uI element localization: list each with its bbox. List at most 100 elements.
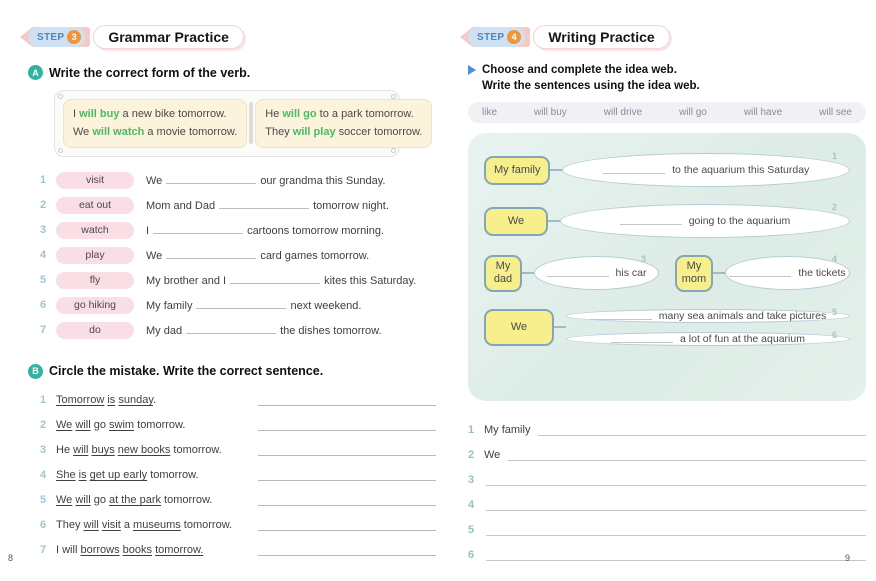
item-number: 4	[468, 499, 475, 512]
underlined-word: tomorrow.	[155, 544, 204, 557]
mistake-exercise-row: 5 We will go at the park tomorrow.	[40, 488, 436, 513]
highlighted-verb: will watch	[92, 126, 145, 139]
sentence-before: I	[146, 224, 150, 237]
answer-line	[258, 444, 436, 457]
bubble-number: 5	[831, 306, 837, 317]
page-grammar-practice: STEP 3 Grammar Practice A Write the corr…	[20, 24, 436, 563]
item-number: 7	[40, 324, 47, 337]
text-segment: go	[90, 419, 110, 432]
sentence: We will go at the park tomorrow.	[56, 494, 252, 506]
text-segment: He	[56, 444, 74, 457]
sentence-after: next weekend.	[290, 299, 362, 312]
item-number: 3	[40, 444, 47, 457]
bubble-number: 4	[831, 254, 837, 265]
instruction-text: Choose and complete the idea web. Write …	[482, 62, 700, 94]
corner-dot	[58, 94, 63, 99]
underlined-word: borrows	[80, 544, 120, 557]
answer-line	[258, 519, 436, 532]
word-bank-item: will have	[743, 107, 783, 119]
corner-dot	[391, 147, 396, 153]
verb-pill: visit	[56, 171, 134, 189]
sentence-after: kites this Saturday.	[324, 274, 417, 287]
section-b-header: B Circle the mistake. Write the correct …	[28, 363, 436, 379]
underlined-word: will	[83, 519, 99, 532]
sentence-after: card games tomorrow.	[260, 249, 370, 262]
item-number: 2	[468, 449, 475, 462]
highlighted-verb: will buy	[79, 108, 120, 120]
write-line-row: 5	[468, 514, 866, 539]
word-bank-item: like	[482, 107, 498, 119]
corner-dot	[58, 147, 63, 153]
section-a-header: A Write the correct form of the verb.	[28, 65, 436, 80]
answer-blank	[546, 269, 609, 278]
answer-line	[258, 544, 436, 557]
subject-box: We	[484, 206, 548, 236]
item-number: 2	[40, 199, 47, 212]
subject-box: We	[484, 308, 554, 346]
item-number: 4	[40, 469, 47, 482]
answer-blank	[166, 249, 257, 259]
underlined-word: buys	[91, 444, 115, 457]
text-segment: soccer tomorrow.	[335, 126, 423, 139]
example-sentence: I will buy a new bike tomorrow.	[73, 107, 237, 121]
underlined-word: We	[56, 494, 73, 507]
answer-blank	[186, 324, 277, 334]
underlined-word: new books	[117, 444, 171, 457]
verb-pill: go hiking	[56, 296, 134, 314]
text-segment: I	[73, 108, 80, 120]
underlined-word: Tomorrow	[56, 394, 105, 407]
answer-line	[538, 424, 866, 437]
word-bank-item: will see	[819, 107, 852, 119]
page-title: Grammar Practice	[93, 25, 244, 49]
connector-line	[550, 169, 563, 172]
instruction: Choose and complete the idea web. Write …	[468, 62, 866, 94]
sentence: I will borrows books tomorrow.	[56, 544, 252, 556]
example-panel-right: He will go to a park tomorrow.They will …	[255, 99, 433, 148]
item-number: 3	[468, 474, 475, 487]
section-b-title: Circle the mistake. Write the correct se…	[49, 364, 324, 379]
sentence: We will go swim tomorrow.	[56, 419, 252, 431]
bubble-text: a lot of fun at the aquarium	[680, 332, 805, 345]
sentence-after: tomorrow night.	[313, 199, 389, 212]
underlined-word: She	[56, 469, 76, 482]
underlined-word: will	[73, 444, 89, 457]
example-panel-left: I will buy a new bike tomorrow.We will w…	[63, 99, 248, 148]
word-bank-item: will drive	[603, 107, 643, 119]
bubble-text: his car	[615, 267, 647, 280]
item-number: 1	[40, 394, 47, 407]
text-segment: a movie tomorrow.	[144, 126, 238, 139]
word-bank-item: will buy	[533, 107, 567, 119]
page-number-right: 9	[845, 553, 851, 563]
step-header: STEP 3 Grammar Practice	[20, 24, 436, 50]
item-number: 1	[40, 174, 47, 187]
item-number: 5	[40, 494, 47, 507]
play-arrow-icon	[468, 65, 476, 75]
text-segment: tomorrow.	[161, 494, 213, 507]
answer-blank	[196, 299, 287, 309]
answer-line	[258, 494, 436, 507]
answer-line	[258, 469, 436, 482]
text-segment: a	[120, 519, 134, 532]
verb-pill: play	[56, 246, 134, 264]
